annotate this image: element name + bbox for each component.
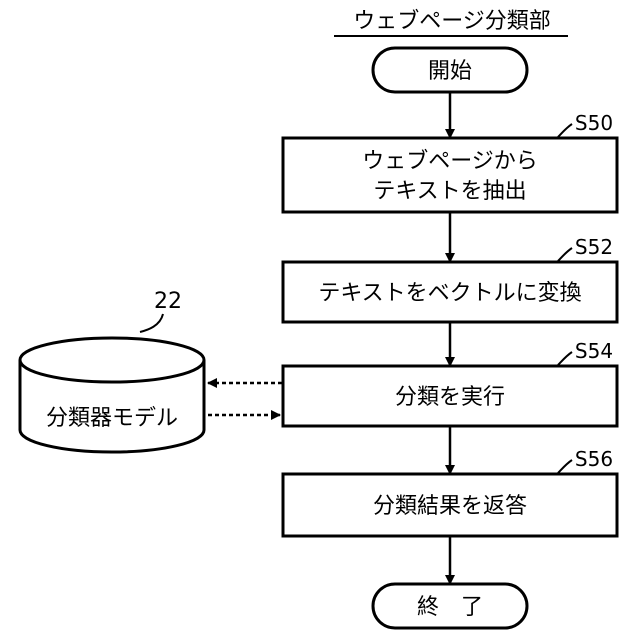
process-step-text: 分類結果を返答 xyxy=(373,494,527,519)
database-leader-line xyxy=(140,314,163,332)
classifier-model-database: 分類器モデル xyxy=(20,338,204,452)
step-id-label: S50 xyxy=(575,111,613,135)
database-reference-number: 22 xyxy=(154,289,182,314)
step-id-leader xyxy=(558,352,572,365)
step-id-leader xyxy=(558,460,572,473)
process-step-text: テキストをベクトルに変換 xyxy=(318,281,581,306)
start-terminal-label: 開始 xyxy=(428,59,472,84)
process-step-text: ウェブページから xyxy=(362,149,538,174)
process-step-text: テキストを抽出 xyxy=(373,179,526,204)
step-id-label: S56 xyxy=(575,447,613,471)
step-id-leader xyxy=(558,248,572,261)
diagram-title: ウェブページ分類部 xyxy=(353,9,551,34)
process-step-text: 分類を実行 xyxy=(395,385,505,410)
end-terminal-label: 終 了 xyxy=(417,595,483,620)
step-id-label: S54 xyxy=(575,339,613,363)
step-id-leader xyxy=(558,124,572,137)
model-data-arrows xyxy=(208,383,282,415)
step-id-label: S52 xyxy=(575,235,613,259)
classifier-model-label: 分類器モデル xyxy=(46,406,178,431)
cylinder-top xyxy=(20,338,204,382)
